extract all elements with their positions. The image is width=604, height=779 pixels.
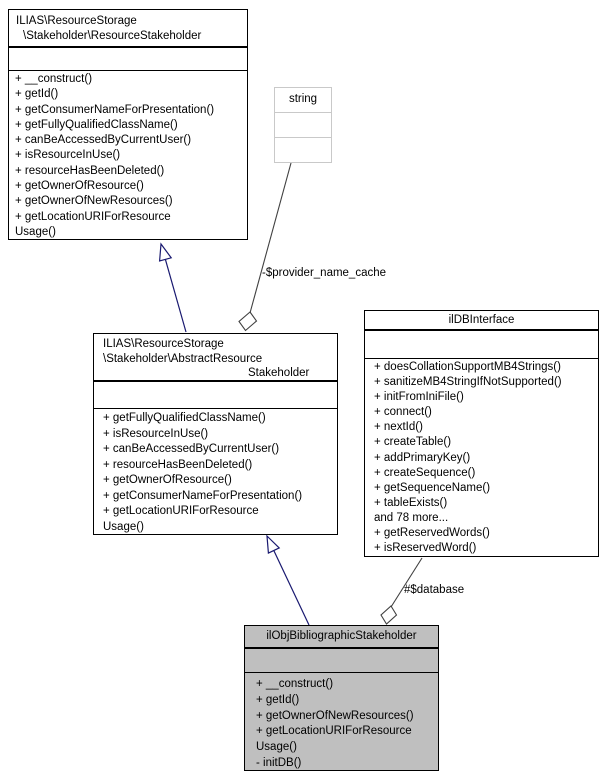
attributes-compartment [94,382,337,409]
inheritance-arrowhead-icon [266,534,281,555]
methods-compartment: + getFullyQualifiedClassName() + isResou… [103,412,303,533]
edge-label-provider-name-cache: -$provider_name_cache [262,267,387,279]
inheritance-arrowhead-icon [158,242,173,262]
class-title-line: ILIAS\ResourceStorage [16,15,137,27]
attributes-compartment [275,113,331,138]
class-title-line: \Stakeholder\AbstractResource [103,352,263,365]
class-title-line: ILIAS\ResourceStorage [103,338,224,350]
edge-label-database: #$database [404,584,465,596]
attributes-compartment [245,649,438,673]
methods-compartment: + __construct() + getId() + getOwnerOfNe… [256,678,414,769]
class-title-line: ilDBInterface [448,314,515,326]
class-title: ILIAS\ResourceStorage \Stakeholder\Resou… [9,10,247,48]
class-title-line: string [288,93,318,105]
class-node-string: string [274,87,332,163]
class-title-line: ilObjBibliographicStakeholder [266,630,417,642]
inheritance-edge-abstract-to-resource-stakeholder [158,242,187,333]
aggregation-edge-string-to-abstract [238,162,292,332]
class-node-ildbinterface[interactable]: ilDBInterface + doesCollationSupportMB4S… [364,310,599,557]
methods-compartment: + __construct() + getId() + getConsumerN… [15,73,215,238]
class-node-resource-stakeholder[interactable]: ILIAS\ResourceStorage \Stakeholder\Resou… [8,9,248,240]
open-diamond-icon [380,605,398,625]
class-node-ilobjbibliographicstakeholder[interactable]: ilObjBibliographicStakeholder + __constr… [244,625,439,771]
class-title: ilObjBibliographicStakeholder [245,626,438,649]
class-title-line: \Stakeholder\ResourceStakeholder [23,30,202,43]
class-node-abstract-resource-stakeholder[interactable]: ILIAS\ResourceStorage \Stakeholder\Abstr… [93,333,338,535]
aggregation-line [390,557,423,608]
attributes-compartment [9,48,247,71]
class-title-line: Stakeholder [248,367,310,379]
aggregation-edge-dbinterface-to-bibliographic [380,557,423,625]
inheritance-line [273,550,310,626]
aggregation-line [249,162,292,314]
attributes-compartment [365,331,598,359]
class-title: ILIAS\ResourceStorage \Stakeholder\Abstr… [94,334,337,382]
methods-compartment: + doesCollationSupportMB4Strings() + san… [374,361,562,555]
inheritance-edge-bibliographic-to-abstract [266,534,310,626]
open-diamond-icon [238,311,258,332]
inheritance-line [164,259,187,333]
class-title: string [275,88,331,113]
methods-compartment [275,138,331,162]
class-title: ilDBInterface [365,311,598,331]
